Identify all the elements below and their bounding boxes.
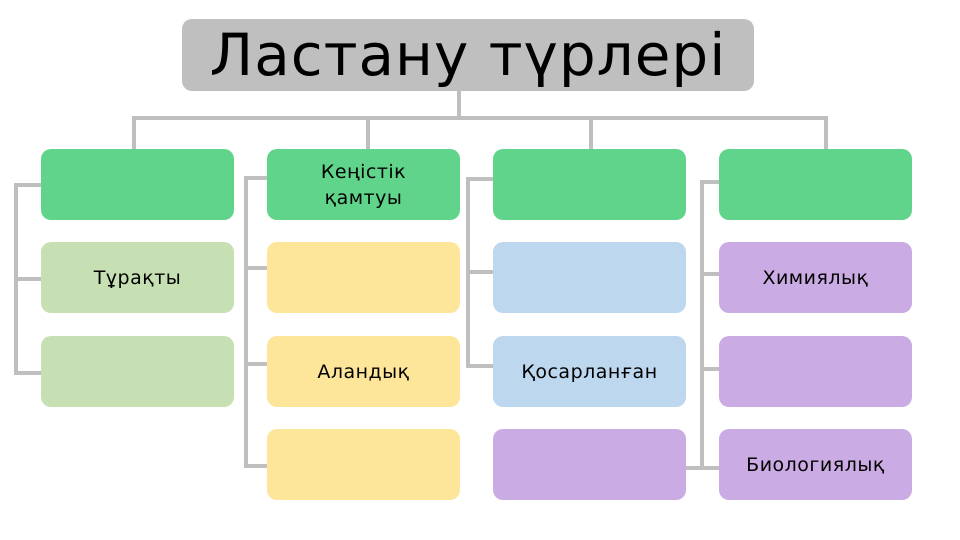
connector-col2-branch	[244, 362, 268, 366]
box-label: Биологиялық	[746, 453, 885, 476]
connector-col4-branch	[700, 367, 720, 371]
col4-item-box: Химиялық	[719, 242, 912, 313]
col1-header-box	[41, 149, 234, 220]
col2-item-box	[267, 429, 460, 500]
connector-col4-bracket	[700, 180, 704, 470]
box-label: Кеңістік қамтуы	[320, 160, 407, 209]
connector-title-stem	[457, 91, 461, 120]
diagram-title: Ластану түрлері	[182, 19, 754, 91]
box-label: Аландық	[317, 360, 410, 383]
connector-col2-bracket	[244, 176, 248, 468]
box-label: Қосарланған	[521, 360, 658, 383]
col3-item-box	[493, 242, 686, 313]
connector-col2-branch	[244, 464, 268, 468]
connector-col4-branch	[700, 272, 720, 276]
col2-item-box: Аландық	[267, 336, 460, 407]
connector-col3-branch	[466, 364, 494, 368]
connector-col2-branch	[244, 176, 268, 180]
box-label: Химиялық	[762, 266, 869, 289]
connector-col1-branch	[14, 371, 42, 375]
col2-item-box	[267, 242, 460, 313]
connector-col1-drop	[132, 116, 136, 149]
connector-col4-drop	[824, 116, 828, 149]
col1-item-box: Тұрақты	[41, 242, 234, 313]
col4-item-box: Биологиялық	[719, 429, 912, 500]
connector-horizontal-bus	[132, 116, 828, 120]
connector-col3-drop	[589, 116, 593, 149]
col3-item-box	[493, 429, 686, 500]
title-text: Ластану түрлері	[209, 21, 727, 89]
col1-item-box	[41, 336, 234, 407]
connector-col4-branch	[700, 180, 720, 184]
connector-col3-branch	[466, 270, 494, 274]
col2-header-box: Кеңістік қамтуы	[267, 149, 460, 220]
col4-header-box	[719, 149, 912, 220]
connector-col4-branch	[676, 466, 720, 470]
connector-col1-branch	[14, 277, 42, 281]
col3-header-box	[493, 149, 686, 220]
col3-item-box: Қосарланған	[493, 336, 686, 407]
box-label: Тұрақты	[93, 266, 182, 289]
connector-col2-branch	[244, 266, 268, 270]
col4-item-box	[719, 336, 912, 407]
connector-col3-branch	[466, 177, 494, 181]
connector-col2-drop	[366, 116, 370, 149]
connector-col1-branch	[14, 183, 42, 187]
